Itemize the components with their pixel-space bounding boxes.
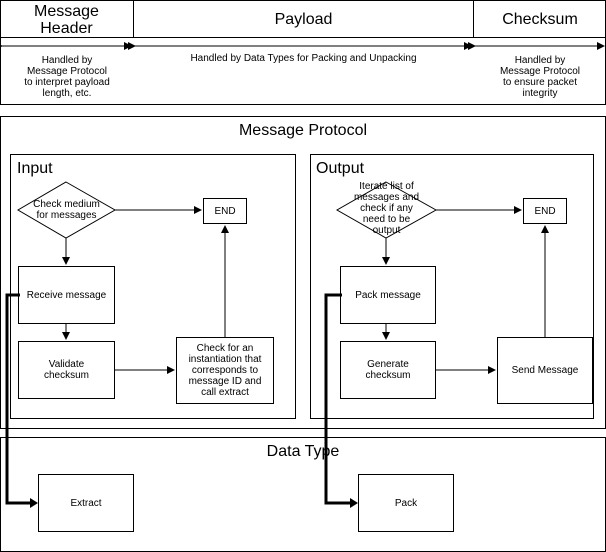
pack-arrowhead	[350, 498, 358, 508]
input-title: Input	[17, 160, 53, 177]
validate-checksum-box: Validate checksum	[18, 341, 115, 399]
payload-note: Handled by Data Types for Packing and Un…	[190, 53, 417, 64]
pack-to-pack-connector	[324, 293, 352, 505]
header-note: Handled by Message Protocol to interpret…	[24, 55, 110, 99]
header-divider-right	[473, 0, 474, 38]
message-protocol-title: Message Protocol	[238, 122, 368, 139]
checksum-title: Checksum	[502, 11, 578, 28]
checksum-note: Handled by Message Protocol to ensure pa…	[499, 55, 581, 99]
receive-message-box: Receive message	[18, 266, 115, 324]
pack-box: Pack	[358, 474, 454, 532]
data-type-title: Data Type	[266, 443, 340, 460]
check-instantiation-box: Check for an instantiation that correspo…	[176, 337, 274, 404]
generate-checksum-box: Generate checksum	[340, 341, 436, 399]
extract-arrowhead	[30, 498, 38, 508]
packet-title-bar	[0, 0, 606, 38]
header-divider-left	[133, 0, 134, 38]
message-header-title: Message Header	[34, 3, 99, 37]
send-message-box: Send Message	[497, 337, 593, 404]
output-end-box: END	[523, 198, 567, 224]
pack-message-box: Pack message	[340, 266, 436, 324]
extract-box: Extract	[38, 474, 134, 532]
check-medium-label: Check medium for messages	[33, 199, 100, 221]
receive-to-extract-connector	[5, 293, 32, 505]
payload-title: Payload	[274, 11, 333, 28]
iterate-label: Iterate list of messages and check if an…	[353, 181, 420, 236]
output-title: Output	[316, 160, 365, 177]
input-end-box: END	[203, 198, 247, 224]
